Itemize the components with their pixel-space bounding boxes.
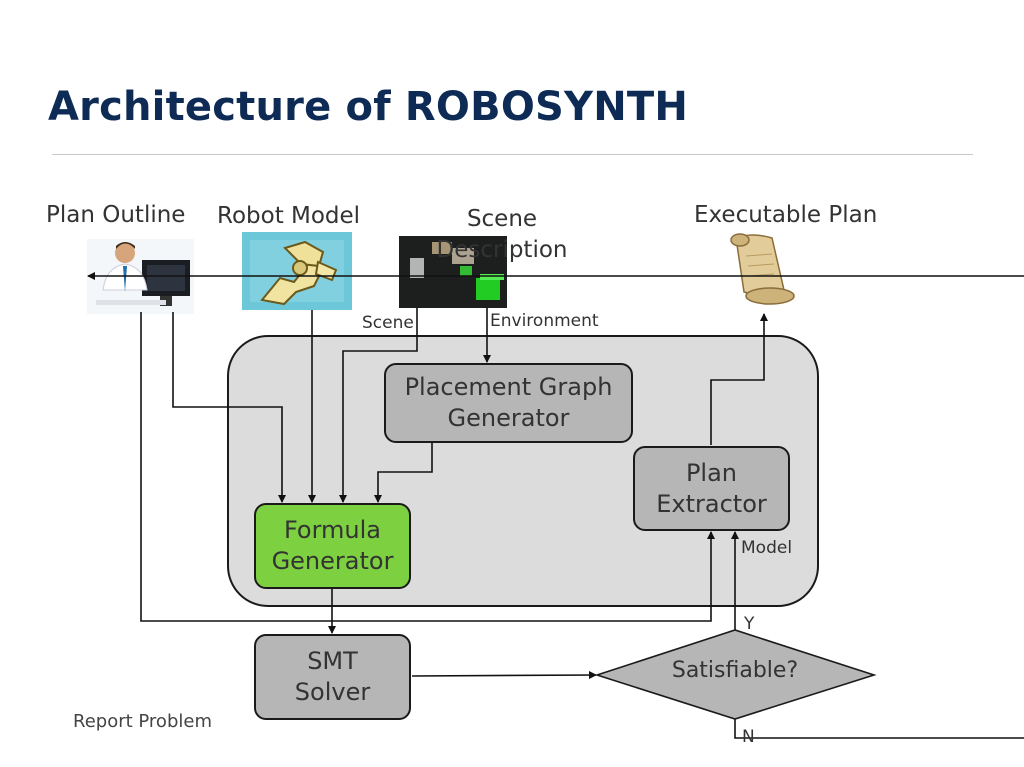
edges xyxy=(87,272,1024,739)
edge-placement-to-formula xyxy=(374,443,433,503)
robot-model-image xyxy=(242,232,352,310)
edge-plan-outline-to-formula xyxy=(172,312,286,503)
scene-description-image xyxy=(399,236,507,308)
report-problem-link[interactable]: Report Problem xyxy=(73,711,212,732)
edge-satisfiable-no xyxy=(734,718,1024,739)
no-edge-label: N xyxy=(742,727,755,747)
placement-graph-generator-box: Placement Graph Generator xyxy=(384,363,633,443)
page-title: Architecture of ROBOSYNTH xyxy=(48,84,689,130)
formula-generator-box: Formula Generator xyxy=(254,503,411,589)
title-divider xyxy=(52,154,973,155)
model-edge-label: Model xyxy=(741,538,793,558)
edge-plan-outline-to-extractor xyxy=(140,312,715,622)
edge-scene-to-formula xyxy=(339,308,418,503)
yes-edge-label: Y xyxy=(744,614,755,634)
scene-edge-label: Scene xyxy=(362,313,414,333)
environment-edge-label: Environment xyxy=(490,311,599,331)
executable-plan-label: Executable Plan xyxy=(694,202,878,228)
robot-model-label: Robot Model xyxy=(217,203,361,229)
scene-description-label: Scene Description xyxy=(436,206,568,263)
smt-solver-box: SMT Solver xyxy=(254,634,411,720)
plan-extractor-box: Plan Extractor xyxy=(633,446,790,531)
plan-outline-label: Plan Outline xyxy=(46,202,186,228)
edge-extractor-to-executable xyxy=(710,313,768,445)
edge-smt-to-satisfiable xyxy=(411,671,597,680)
satisfiable-diamond xyxy=(594,629,877,720)
satisfiable-label: Satisfiable? xyxy=(671,658,799,683)
executable-plan-image xyxy=(730,233,795,305)
